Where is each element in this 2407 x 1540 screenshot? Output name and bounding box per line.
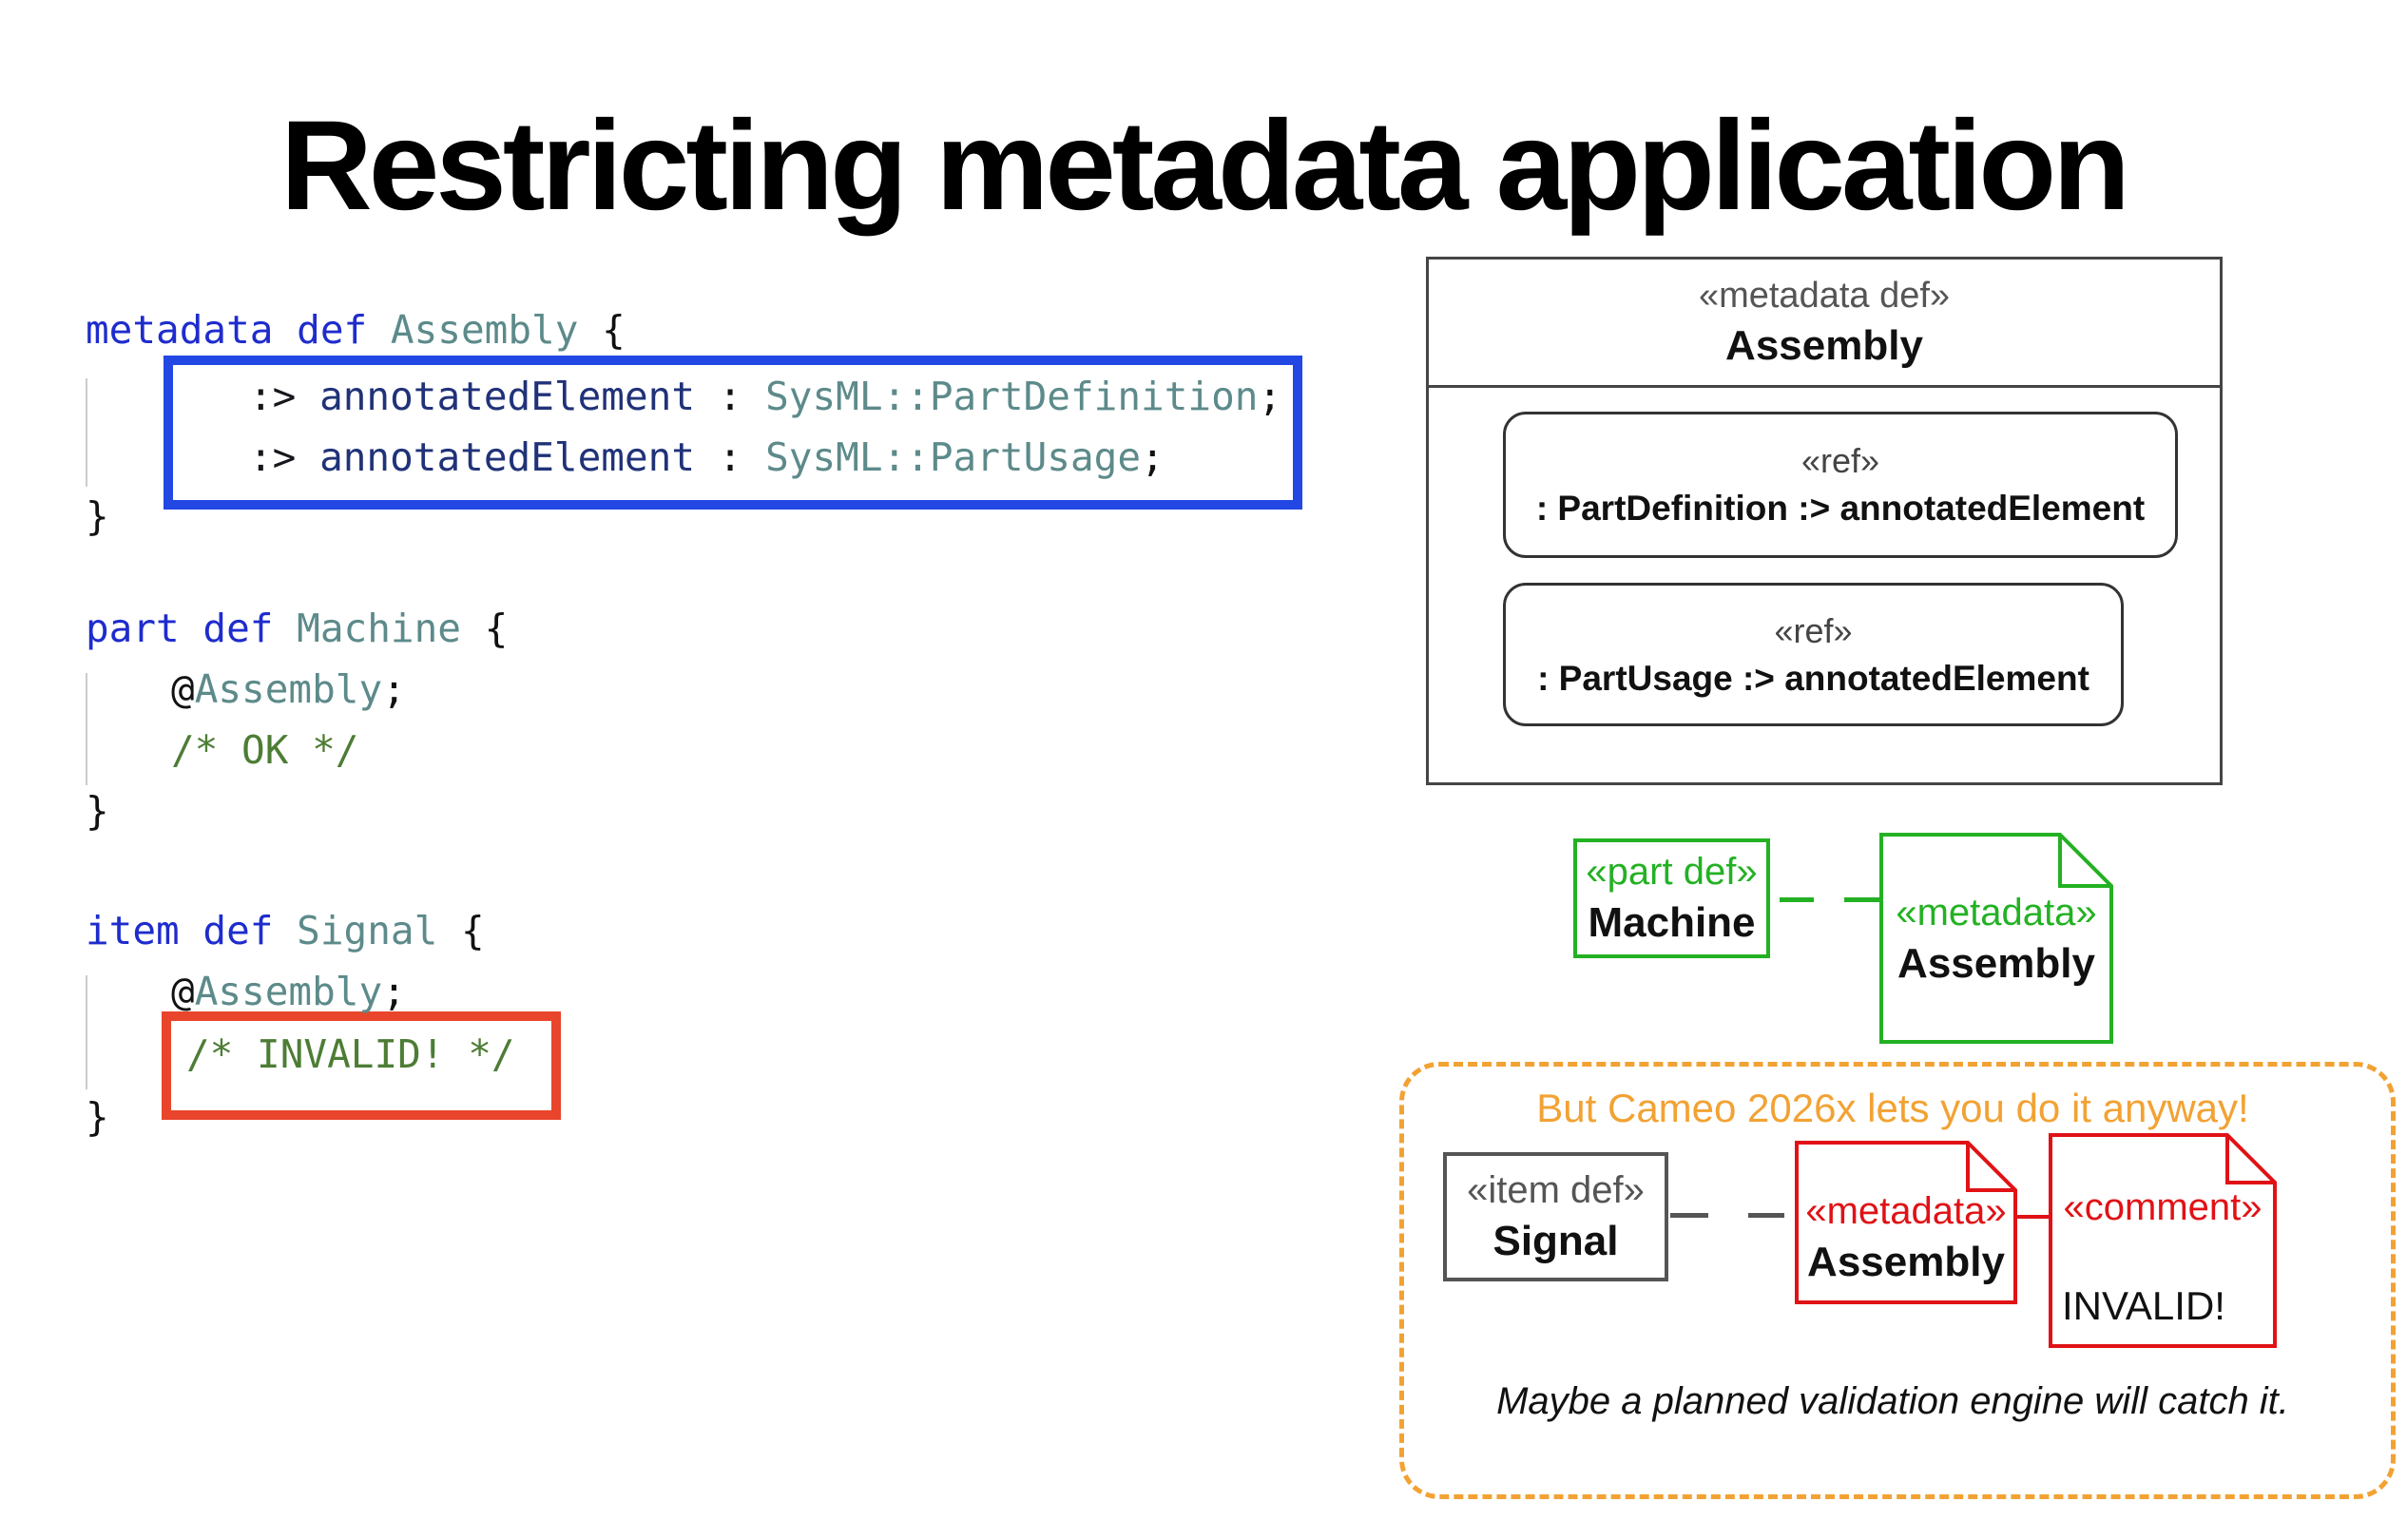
- ref-label: : PartDefinition :> annotatedElement: [1535, 489, 2146, 528]
- code-annotation: Assembly: [194, 969, 383, 1014]
- code-operator: :>: [249, 434, 320, 480]
- code-operator: :>: [249, 374, 320, 419]
- code-keyword: item def: [86, 908, 274, 953]
- code-keyword: part def: [86, 606, 274, 651]
- code-at-sign: @: [171, 969, 195, 1014]
- code-brace: {: [460, 606, 509, 651]
- code-identifier: annotatedElement: [319, 374, 696, 419]
- stereotype-label: «comment»: [2063, 1186, 2263, 1228]
- stereotype-label: «part def»: [1586, 850, 1758, 893]
- comment-note-body: INVALID!: [2062, 1283, 2225, 1328]
- code-type: SysML::PartDefinition: [765, 374, 1259, 419]
- code-close-brace: }: [86, 493, 109, 539]
- code-separator: :: [695, 434, 766, 480]
- item-def-name: Signal: [1492, 1217, 1619, 1264]
- code-line: metadata def Assembly {: [86, 306, 626, 354]
- code-close-brace: }: [86, 1094, 109, 1140]
- code-keyword: metadata def: [86, 307, 368, 353]
- stereotype-label: «metadata def»: [1698, 275, 1951, 316]
- code-at-sign: @: [171, 666, 195, 712]
- solid-connector-red: [2017, 1215, 2050, 1219]
- validation-footnote: Maybe a planned validation engine will c…: [1496, 1380, 2289, 1422]
- indent-guide: [86, 673, 87, 785]
- code-semicolon: ;: [382, 969, 406, 1014]
- note-shape: [1879, 833, 2113, 1044]
- stereotype-label: «item def»: [1467, 1168, 1645, 1211]
- metadata-note-name: Assembly: [1897, 940, 2095, 987]
- ref-compartment-partusage: «ref» : PartUsage :> annotatedElement: [1503, 583, 2124, 726]
- metadata-def-box-header: «metadata def» Assembly: [1429, 260, 2220, 388]
- metadata-def-box: «metadata def» Assembly «ref» : PartDefi…: [1426, 257, 2223, 785]
- ref-compartment-partdefinition: «ref» : PartDefinition :> annotatedEleme…: [1503, 412, 2178, 558]
- stereotype-label: «metadata»: [1896, 892, 2097, 934]
- metadata-note-red: «metadata» Assembly: [1795, 1141, 2017, 1304]
- code-type: SysML::PartUsage: [765, 434, 1142, 480]
- stereotype-label: «ref»: [1774, 610, 1853, 650]
- note-shape: [2049, 1133, 2277, 1348]
- code-comment-invalid: /* INVALID! */: [186, 1031, 515, 1077]
- code-line: :> annotatedElement : SysML::PartDefinit…: [249, 373, 1281, 420]
- code-type-name: Machine: [273, 606, 461, 651]
- code-brace: {: [578, 307, 626, 353]
- code-comment-ok: /* OK */: [171, 727, 359, 773]
- comment-note-red: «comment» INVALID!: [2049, 1133, 2277, 1348]
- code-separator: :: [695, 374, 766, 419]
- page-title: Restricting metadata application: [280, 94, 2130, 237]
- dashed-connector-segment: [1780, 897, 1814, 902]
- dashed-connector-segment: [1748, 1213, 1784, 1218]
- dashed-connector-segment: [1844, 897, 1879, 902]
- note-text: «metadata» Assembly: [1795, 1190, 2017, 1286]
- ref-label: : PartUsage :> annotatedElement: [1537, 658, 2089, 698]
- cameo-banner-text: But Cameo 2026x lets you do it anyway!: [1536, 1086, 2249, 1130]
- stereotype-label: «ref»: [1800, 441, 1880, 480]
- dashed-connector-segment: [1670, 1213, 1708, 1218]
- code-line: @Assembly;: [171, 968, 406, 1015]
- code-type-name: Signal: [273, 908, 438, 953]
- metadata-note-green: «metadata» Assembly: [1879, 833, 2113, 1044]
- code-type-name: Assembly: [367, 307, 579, 353]
- item-def-signal-box: «item def» Signal: [1443, 1152, 1668, 1281]
- code-identifier: annotatedElement: [319, 434, 696, 480]
- note-text: «metadata» Assembly: [1879, 892, 2113, 988]
- indent-guide: [86, 378, 87, 487]
- part-def-machine-box: «part def» Machine: [1573, 838, 1770, 958]
- highlight-box-blue: [164, 356, 1302, 510]
- code-line: @Assembly;: [171, 665, 406, 713]
- cameo-warning-group: [1399, 1062, 2396, 1499]
- code-line: item def Signal {: [86, 907, 485, 954]
- stereotype-label: «metadata»: [1805, 1190, 2007, 1232]
- code-annotation: Assembly: [194, 666, 383, 712]
- code-close-brace: }: [86, 788, 109, 834]
- metadata-note-name: Assembly: [1807, 1239, 2005, 1285]
- highlight-box-red: [162, 1011, 561, 1120]
- note-shape: [1795, 1141, 2017, 1304]
- code-panel: metadata def Assembly { :> annotatedElem…: [86, 306, 1302, 1140]
- code-line: part def Machine {: [86, 605, 508, 652]
- code-semicolon: ;: [382, 666, 406, 712]
- indent-guide: [86, 975, 87, 1089]
- code-semicolon: ;: [1258, 374, 1282, 419]
- code-brace: {: [437, 908, 485, 953]
- code-line: :> annotatedElement : SysML::PartUsage;: [249, 433, 1165, 481]
- part-def-name: Machine: [1588, 898, 1756, 946]
- metadata-def-name: Assembly: [1725, 321, 1923, 369]
- note-text: «comment»: [2049, 1186, 2277, 1229]
- code-semicolon: ;: [1141, 434, 1165, 480]
